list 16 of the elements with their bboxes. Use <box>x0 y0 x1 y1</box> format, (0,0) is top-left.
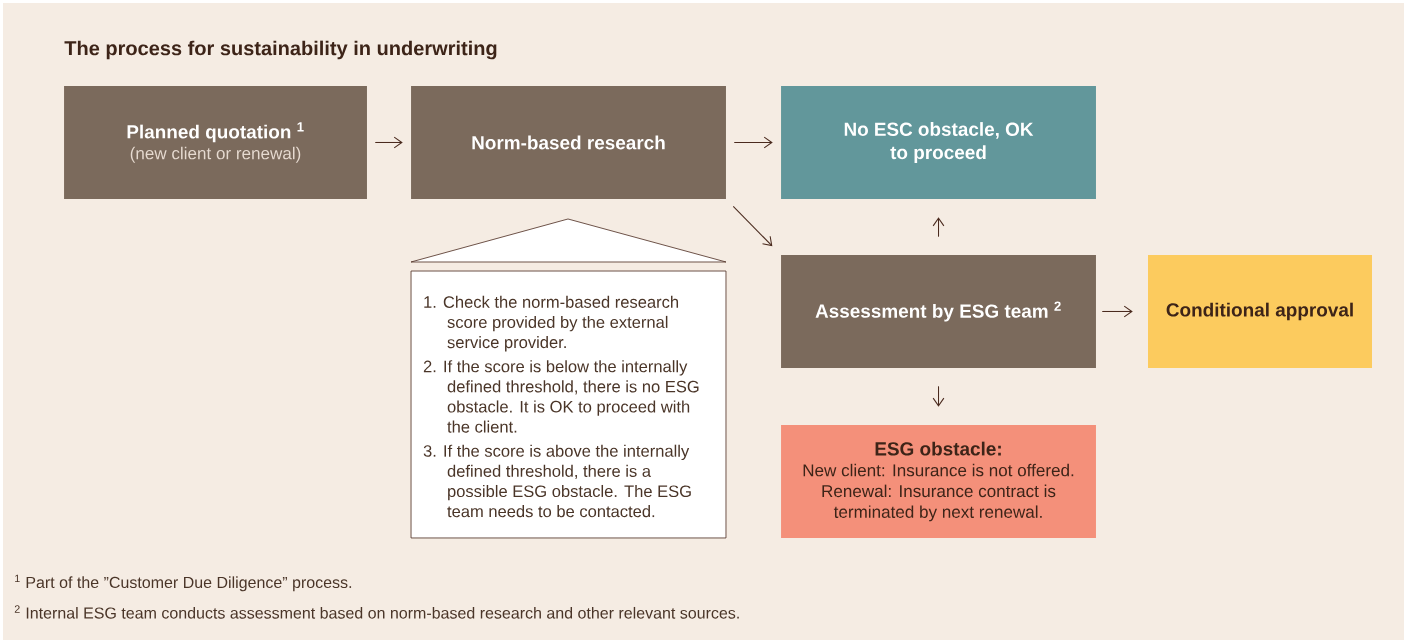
footnote: $^{1}$ Part of the ”Customer Due Diligence” process. <box>15 574 352 592</box>
arrow <box>733 136 773 149</box>
process-box: Planned quotation $^{1}$ (new client or renewal) <box>64 85 367 200</box>
callout-box: 1. Check the norm-based research score provided by the external service provider. 2. If the score is below the internally defined threshold, there is no ESG obstacle. It is OK to proceed with the client. 3. If the score is above the internally defined threshold, there is a possible ESG obstacle. The ESG team needs to be contacted. <box>410 218 727 539</box>
outcome-box: Conditional approval <box>1148 254 1372 369</box>
outcome-box: ESG obstacle: New client: Insurance is not offered. Renewal: Insurance contract is terminated by next renewal. <box>781 424 1096 539</box>
process-box: Norm-based research <box>411 85 726 200</box>
arrow <box>932 385 945 407</box>
title: The process for sustainability in underwriting <box>64 40 497 60</box>
outcome-box: No ESC obstacle, OK to proceed <box>781 85 1096 200</box>
arrow <box>732 205 773 247</box>
arrow <box>1101 305 1133 318</box>
arrow <box>374 136 403 149</box>
footnote: $^{2}$ Internal ESG team conducts assessment based on norm-based research and other relevant sources. <box>14 605 739 619</box>
arrow <box>932 217 945 238</box>
process-box: Assessment by ESG team $^{2}$ <box>781 254 1096 369</box>
